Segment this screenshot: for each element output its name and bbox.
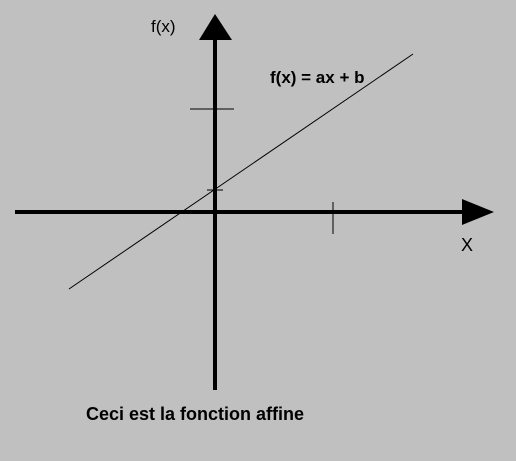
y-axis-label: f(x) [151,17,176,36]
x-axis-arrow-icon [462,199,494,225]
equation-label: f(x) = ax + b [270,68,365,87]
x-axis-label: X [461,235,474,255]
affine-function-line [68,53,414,290]
caption: Ceci est la fonction affine [86,404,305,424]
y-axis-arrow-icon [199,14,232,40]
